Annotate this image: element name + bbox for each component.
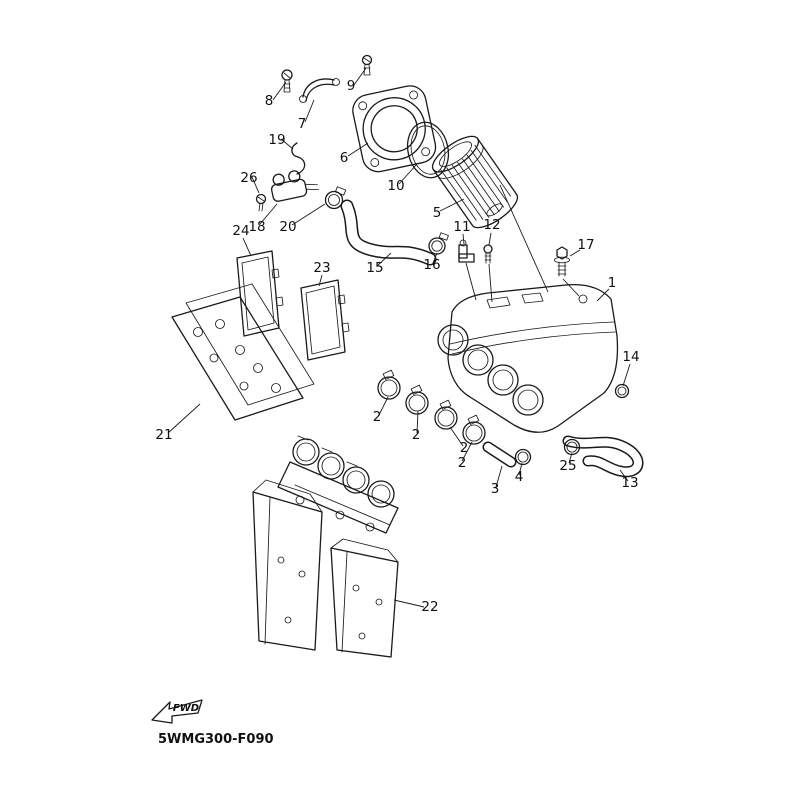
fwd-arrow: FWD [151,699,203,724]
fitting-12 [483,244,493,264]
callout-12: 12 [483,217,500,233]
clamp-16 [428,232,449,255]
callout-14: 14 [622,349,639,365]
drain-hose-13 [562,435,644,478]
callout-18: 18 [248,219,265,235]
callout-4: 4 [515,469,524,485]
clamp-2-group [377,369,486,445]
callout-25: 25 [559,458,576,474]
callout-19: 19 [268,132,285,148]
callout-17: 17 [577,237,594,253]
callout-2a: 2 [373,409,382,425]
air-cleaner-cover [352,85,437,173]
drawing-code: 5WMG300-F090 [158,732,274,747]
air-filter-element [431,135,519,229]
breather-hose-15 [340,199,437,266]
air-cleaner-case [437,283,619,433]
callout-8: 8 [265,93,274,109]
throttle-body-assembly [277,435,399,534]
callout-15: 15 [366,260,383,276]
callout-6: 6 [340,150,349,166]
callout-20: 20 [279,219,296,235]
bolt-17 [554,246,580,297]
callout-26: 26 [240,170,257,186]
screw-26 [255,193,267,212]
plate-23 [300,279,350,361]
cover-seal [406,121,450,179]
fwd-label: FWD [173,703,199,714]
leader-lines [167,67,631,608]
heat-shield-22 [252,479,399,658]
clamp-20 [324,186,347,210]
bracket-7 [299,78,340,103]
callout-13: 13 [621,475,638,491]
callout-2c: 2 [460,440,469,456]
callout-21: 21 [155,427,172,443]
callout-2d: 2 [458,455,467,471]
callout-labels: 8 9 7 19 6 10 26 18 20 5 11 12 15 16 17 … [155,78,639,615]
callout-7: 7 [298,116,307,132]
clamp-4 [514,448,532,466]
callout-22: 22 [421,599,438,615]
hook-19 [291,142,306,175]
gasket-21 [171,283,315,421]
fitting-11 [458,239,475,263]
callout-1: 1 [608,275,617,291]
callout-2b: 2 [412,427,421,443]
joint-18 [270,170,320,202]
callout-9: 9 [347,78,356,94]
hose-3 [482,441,517,468]
callout-23: 23 [313,260,330,276]
o-ring-14 [614,383,630,399]
callout-3: 3 [491,481,500,497]
callout-24: 24 [232,223,249,239]
screw-8 [281,69,293,93]
screw-9 [361,54,373,76]
callout-11: 11 [453,219,470,235]
callout-10: 10 [387,178,404,194]
callout-16: 16 [423,257,440,273]
callout-5: 5 [433,205,442,221]
